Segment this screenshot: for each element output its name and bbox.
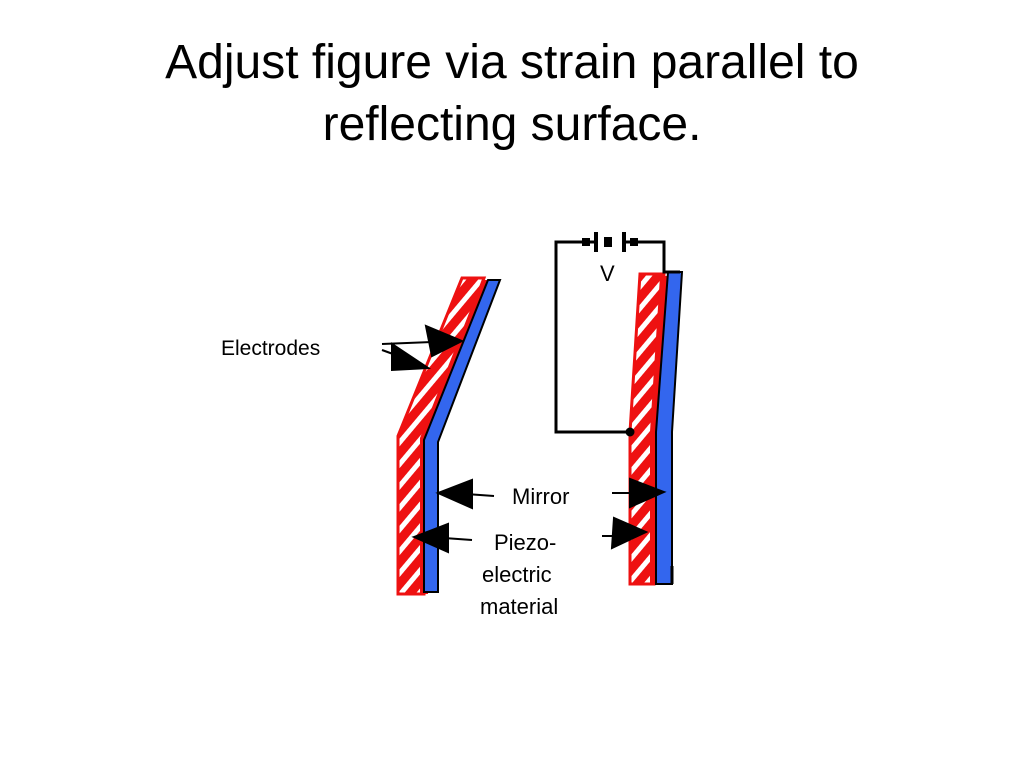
piezo-label-line-3: material [480,594,558,619]
arrow-icon [435,478,473,510]
arrow-icon [391,342,432,372]
voltage-label: V [600,261,615,286]
battery-icon [582,232,638,252]
arrow-icon [424,324,465,358]
piezo-arrows [411,516,649,554]
title-line-1: Adjust figure via strain parallel to [165,36,859,89]
arrow-icon [629,477,667,509]
bent-mirror-layer [423,279,502,593]
mirror-label: Mirror [512,484,569,509]
piezo-label-line-2: electric [482,562,552,587]
arrow-icon [411,522,449,554]
voltage-circuit [554,240,680,584]
bent-mirror-assembly [396,276,502,596]
flat-mirror-assembly [628,271,684,586]
circuit-node [625,427,635,437]
circuit-wire-right [626,240,680,274]
mirror-arrows [435,477,667,510]
title-line-2: reflecting surface. [322,98,702,151]
arrow-icon [610,516,649,550]
slide-title: Adjust figure via strain parallel to ref… [40,32,984,156]
electrodes-label: Electrodes [221,337,320,360]
piezo-label-line-1: Piezo- [494,530,556,555]
circuit-wire-left [554,240,630,434]
flat-electrode-inner [650,276,668,584]
electrodes-arrows [381,324,465,372]
